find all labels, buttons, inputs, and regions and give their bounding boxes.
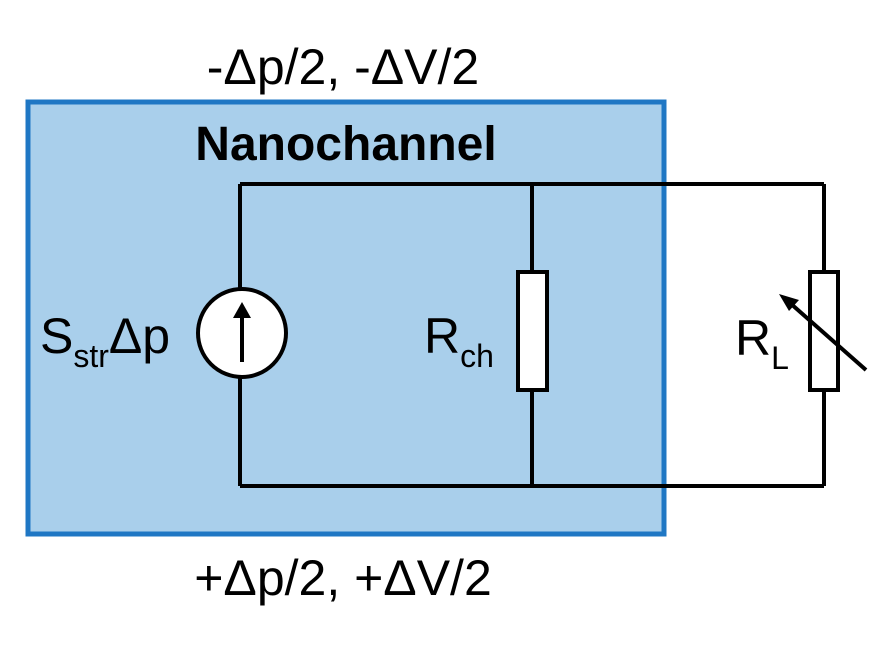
- source-label-suffix: Δp: [109, 308, 170, 364]
- source-label-main: S: [40, 308, 73, 364]
- rch-label-sub: ch: [460, 338, 494, 374]
- rl-label-main: R: [735, 310, 771, 366]
- rch-resistor: [516, 270, 549, 392]
- rch-label-main: R: [424, 308, 460, 364]
- nanochannel-title: Nanochannel: [195, 118, 496, 171]
- source-label: SstrΔp: [40, 308, 170, 374]
- variable-arrow-shaft: [788, 301, 868, 372]
- nanochannel-box: [25, 99, 667, 537]
- rch-label: Rch: [424, 308, 494, 374]
- top-boundary-label: -Δp/2, -ΔV/2: [207, 39, 479, 95]
- circuit-wires: [238, 182, 826, 488]
- rl-variable-resistor: [779, 270, 868, 392]
- source-label-sub: str: [73, 338, 109, 374]
- current-arrow-head: [233, 302, 251, 318]
- rl-label: RL: [735, 310, 789, 376]
- variable-arrow-head: [779, 294, 799, 311]
- current-source: [196, 287, 288, 379]
- rl-label-sub: L: [771, 340, 789, 376]
- bottom-boundary-label: +Δp/2, +ΔV/2: [194, 550, 492, 606]
